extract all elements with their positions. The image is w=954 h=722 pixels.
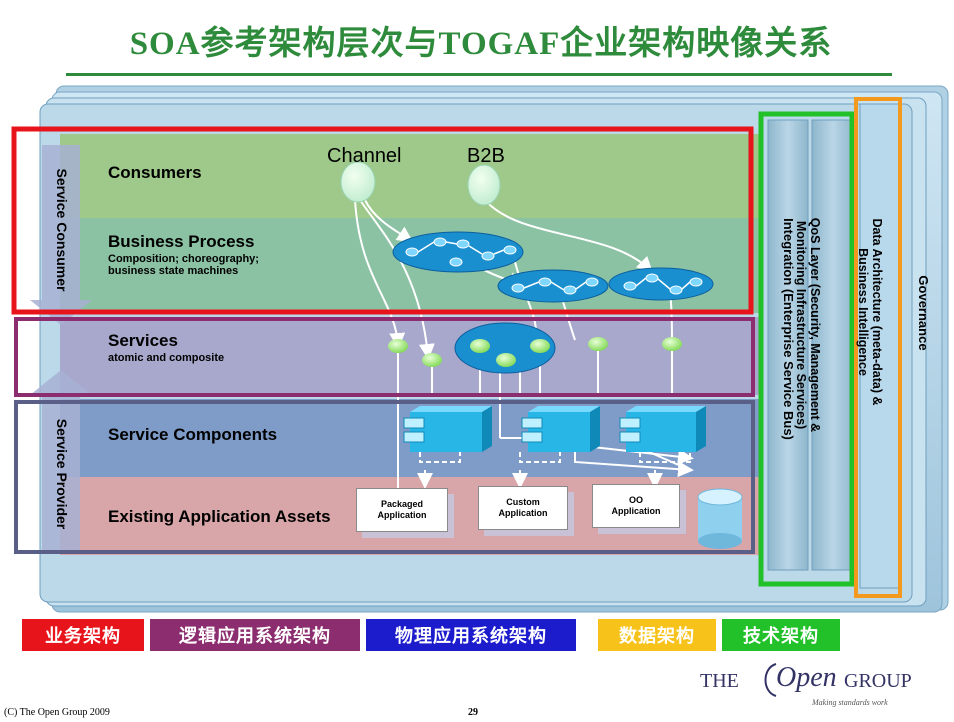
composite-service: [454, 322, 556, 374]
data-column: [859, 103, 901, 589]
open-group-logo: THE Open GROUP Making standards work: [700, 662, 930, 707]
oo-application-line2: Application: [611, 506, 661, 516]
services-sub: atomic and composite: [108, 352, 225, 364]
services-band: [60, 317, 760, 395]
legend-physical-application-architecture: 物理应用系统架构: [366, 619, 576, 651]
service-components-label: Service Components: [108, 425, 278, 444]
data-arch-label-line2: Business Intelligence: [856, 248, 870, 376]
b2b-node: [467, 164, 501, 206]
vertical-columns: [767, 103, 901, 589]
physical-app-highlight: [14, 400, 755, 554]
service-provider-label: Service Provider: [54, 418, 70, 530]
page-title: SOA参考架构层次与TOGAF企业架构映像关系: [129, 26, 833, 62]
data-arch-label-line1: Data Architecture (meta-data) &: [870, 218, 884, 406]
side-arrows: [30, 145, 92, 550]
packaged-application-line2: Application: [377, 510, 427, 520]
logo-group: GROUP: [844, 670, 912, 692]
business-process-label: Business Process: [108, 232, 255, 251]
oo-application-line1: OO: [628, 495, 643, 505]
process-ovals: [392, 231, 714, 303]
database-cylinder: [697, 488, 743, 549]
legend-data-architecture: 数据架构: [598, 619, 716, 651]
service-consumer-label: Service Consumer: [54, 168, 70, 292]
logo-open: Open: [776, 662, 837, 693]
title-divider: [66, 73, 892, 76]
page-number: 29: [468, 707, 478, 718]
integration-column: [767, 119, 809, 571]
existing-assets-label: Existing Application Assets: [108, 507, 331, 526]
service-nodes: [388, 337, 682, 367]
consumers-label: Consumers: [108, 163, 202, 182]
business-process-sub-1: Composition; choreography;: [108, 253, 259, 265]
custom-application-line1: Custom: [506, 497, 540, 507]
logo-tagline: Making standards work: [812, 698, 888, 707]
logical-app-highlight: [14, 317, 755, 397]
logo-open-arc: [764, 663, 777, 697]
channel-node: [340, 161, 376, 203]
copyright: (C) The Open Group 2009: [4, 707, 110, 718]
custom-application-line2: Application: [498, 508, 548, 518]
services-label: Services: [108, 331, 178, 350]
b2b-label: B2B: [467, 145, 505, 167]
logo-the: THE: [700, 670, 739, 692]
business-process-sub-2: business state machines: [108, 265, 239, 277]
qos-column: [811, 119, 855, 571]
legend-logical-application-architecture: 逻辑应用系统架构: [150, 619, 360, 651]
legend-technology-architecture: 技术架构: [722, 619, 840, 651]
qos-label-line2: Monitoring Infrastructure Services): [794, 220, 808, 430]
service-component-cubes: [403, 406, 706, 452]
channel-label: Channel: [327, 145, 402, 167]
tech-arch-highlight: [758, 111, 855, 587]
governance-label: Governance: [916, 275, 931, 351]
data-arch-highlight: [854, 97, 902, 598]
packaged-application-line1: Packaged: [380, 499, 424, 509]
legend-business-architecture: 业务架构: [22, 619, 144, 651]
business-arch-highlight: [11, 126, 754, 315]
qos-label-line1: QoS Layer (Security, Management &: [808, 217, 822, 433]
consumers-band: [60, 134, 760, 218]
